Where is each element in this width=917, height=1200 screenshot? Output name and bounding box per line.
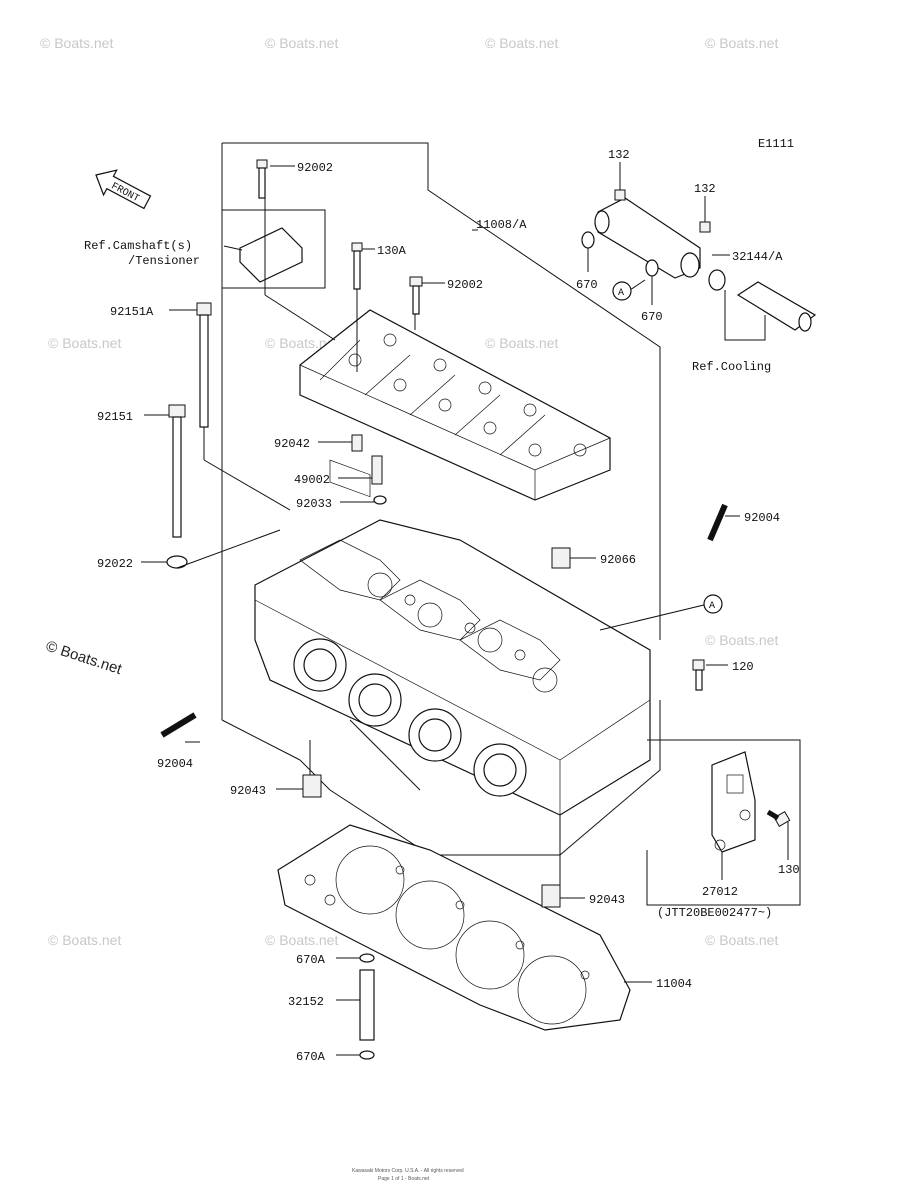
coolant-hose xyxy=(736,281,817,331)
label-130a: 130A xyxy=(377,244,407,258)
label-92033: 92033 xyxy=(296,497,332,511)
part-labels: 92002 Ref.Camshaft(s) /Tensioner 130A 92… xyxy=(84,148,800,1064)
label-11004: 11004 xyxy=(656,977,692,991)
outline-lines xyxy=(221,142,661,856)
bolt-130 xyxy=(773,810,791,828)
label-32152: 32152 xyxy=(288,995,324,1009)
label-ref-cooling: Ref.Cooling xyxy=(692,360,771,374)
svg-text:A: A xyxy=(709,601,715,612)
label-92043-right: 92043 xyxy=(589,893,625,907)
label-serial-note: (JTT20BE002477~) xyxy=(657,906,772,920)
front-arrow-icon: FRONT xyxy=(95,169,152,210)
label-670a-bottom: 670A xyxy=(296,1050,326,1064)
watermark-1: © Boats.net xyxy=(40,35,113,51)
watermarks: © Boats.net © Boats.net © Boats.net © Bo… xyxy=(40,35,778,948)
label-132-b: 132 xyxy=(694,182,716,196)
fasteners xyxy=(160,159,791,1060)
label-92022: 92022 xyxy=(97,557,133,571)
hose-clamp xyxy=(708,269,726,291)
watermark-4: © Boats.net xyxy=(705,35,778,51)
bolt-92002-top xyxy=(256,159,268,169)
label-92151a: 92151A xyxy=(110,305,154,319)
label-130: 130 xyxy=(778,863,800,877)
watermark-large: © Boats.net xyxy=(44,638,125,679)
watermark-5: © Boats.net xyxy=(48,335,121,351)
callout-a-left: A xyxy=(612,281,632,301)
dowel-92043-left xyxy=(302,774,322,798)
o-ring-670a-bottom xyxy=(359,1050,375,1060)
camshaft-holder xyxy=(299,309,611,501)
footer-page: Page 1 of 1 - Boats.net xyxy=(378,1176,430,1182)
washer-92022 xyxy=(166,555,188,569)
dowel-92042 xyxy=(351,434,363,452)
label-32144a: 32144/A xyxy=(732,250,783,264)
label-92002-mid: 92002 xyxy=(447,278,483,292)
label-27012: 27012 xyxy=(702,885,738,899)
watermark-2: © Boats.net xyxy=(265,35,338,51)
label-92042: 92042 xyxy=(274,437,310,451)
label-670a-top: 670A xyxy=(296,953,326,967)
pipe-32152 xyxy=(359,969,375,1041)
dowel-92043-right xyxy=(541,884,561,908)
o-ring-670a-top xyxy=(359,953,375,963)
label-49002: 49002 xyxy=(294,473,330,487)
label-132-a: 132 xyxy=(608,148,630,162)
watermark-9: © Boats.net xyxy=(48,932,121,948)
callout-a-right: A xyxy=(703,594,723,614)
bracket-27012 xyxy=(711,751,756,853)
bolt-92002-mid xyxy=(409,276,423,287)
watermark-3: © Boats.net xyxy=(485,35,558,51)
label-92066: 92066 xyxy=(600,553,636,567)
o-ring-92033 xyxy=(373,495,387,505)
watermark-12: © Boats.net xyxy=(705,932,778,948)
bolt-130a xyxy=(351,242,363,252)
label-670-a: 670 xyxy=(576,278,598,292)
oil-jet-49002 xyxy=(371,455,383,485)
label-92004-left: 92004 xyxy=(157,757,193,771)
label-11008a: 11008/A xyxy=(476,218,527,232)
collar-92066 xyxy=(551,547,571,569)
watermark-6: © Boats.net xyxy=(265,335,338,351)
stud-92004-left xyxy=(160,712,197,738)
head-gasket xyxy=(277,824,631,1031)
label-92002-top: 92002 xyxy=(297,161,333,175)
watermark-10: © Boats.net xyxy=(265,932,338,948)
label-ref-tensioner: /Tensioner xyxy=(128,254,200,268)
label-92004-right: 92004 xyxy=(744,511,780,525)
bolt-132-a xyxy=(614,189,626,201)
o-ring-670-b xyxy=(645,259,659,277)
label-670-b: 670 xyxy=(641,310,663,324)
o-ring-670-a xyxy=(581,231,595,249)
tensioner-bracket xyxy=(239,227,303,283)
label-92151: 92151 xyxy=(97,410,133,424)
leader-lines xyxy=(141,162,801,1056)
stud-92004-right xyxy=(707,503,728,542)
label-ref-camshaft: Ref.Camshaft(s) xyxy=(84,239,192,253)
diagram-code: E1111 xyxy=(758,137,794,151)
bolt-92151 xyxy=(168,404,186,418)
footer-copyright: Kawasaki Motors Corp. U.S.A. - All right… xyxy=(352,1168,464,1174)
bolt-132-b xyxy=(699,221,711,233)
watermark-8: © Boats.net xyxy=(705,632,778,648)
bolt-92151a xyxy=(196,302,212,316)
cylinder-head xyxy=(254,519,651,816)
bolt-120 xyxy=(692,659,705,671)
label-120: 120 xyxy=(732,660,754,674)
svg-text:A: A xyxy=(618,288,624,299)
watermark-7: © Boats.net xyxy=(485,335,558,351)
label-92043-left: 92043 xyxy=(230,784,266,798)
